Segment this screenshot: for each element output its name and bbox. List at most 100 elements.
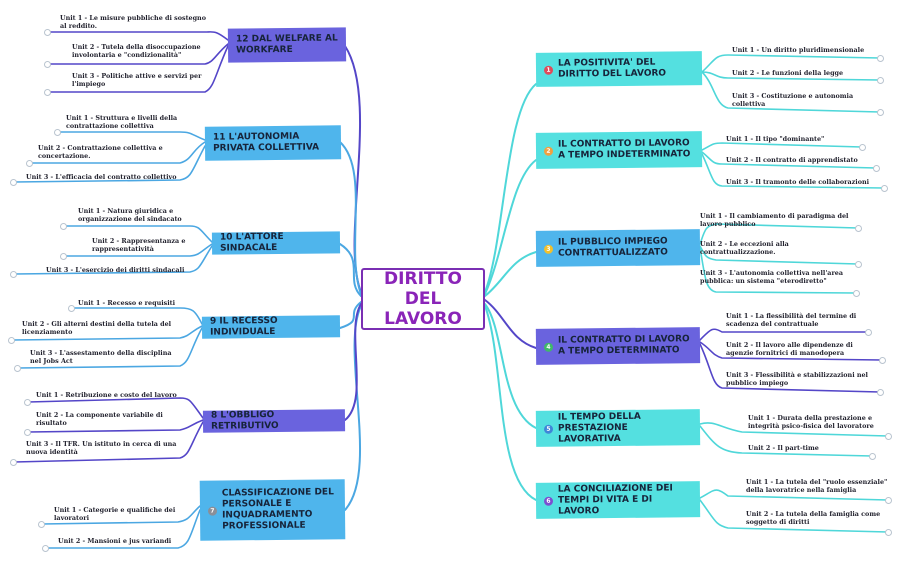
link-center-t11 (339, 141, 362, 295)
subtopic-9-1[interactable]: Unit 1 - Recesso e requisiti (78, 299, 176, 307)
topic-2-label: IL CONTRATTO DI LAVORO A TEMPO INDETERMI… (557, 138, 691, 161)
end-dot (865, 329, 872, 336)
topic-8-label: 8 L'OBBLIGO RETRIBUTIVO (210, 409, 279, 432)
end-dot (44, 89, 51, 96)
link-center-t4 (484, 299, 537, 349)
subtopic-11-2[interactable]: Unit 2 - Contrattazione collettiva e con… (38, 144, 163, 160)
subtopic-4-3[interactable]: Unit 3 - Flessibilità e stabilizzazioni … (726, 371, 868, 387)
topic-2[interactable]: 2 IL CONTRATTO DI LAVORO A TEMPO INDETER… (535, 131, 703, 169)
end-dot (42, 545, 49, 552)
subtopic-1-3[interactable]: Unit 3 - Costituzione e autonomia collet… (732, 92, 854, 108)
topic-10-label: 10 L'ATTORE SINDACALE (219, 231, 284, 254)
subtopic-10-3[interactable]: Unit 3 - L'esercizio dei diritti sindaca… (46, 266, 185, 274)
end-dot (60, 223, 67, 230)
end-dot (877, 55, 884, 62)
link-center-t3 (484, 251, 537, 297)
subtopic-2-2[interactable]: Unit 2 - Il contratto di apprendistato (726, 156, 858, 164)
subtopic-12-2[interactable]: Unit 2 - Tutela della disoccupazione inv… (72, 43, 201, 59)
subtopic-5-2[interactable]: Unit 2 - Il part-time (748, 444, 819, 452)
topic-9-label: 9 IL RECESSO INDIVIDUALE (209, 315, 278, 338)
subtopic-1-1[interactable]: Unit 1 - Un diritto pluridimensionale (732, 46, 865, 54)
topic-6[interactable]: 6 LA CONCILIAZIONE DEI TEMPI DI VITA E D… (535, 481, 701, 519)
topic-9[interactable]: 9 IL RECESSO INDIVIDUALE (201, 315, 341, 339)
subtopic-1-2[interactable]: Unit 2 - Le funzioni della legge (732, 69, 844, 77)
subtopic-10-1[interactable]: Unit 1 - Natura giuridica e organizzazio… (78, 207, 182, 223)
end-dot (14, 365, 21, 372)
subtopic-9-2[interactable]: Unit 2 - Gli alterni destini della tutel… (22, 320, 172, 336)
number-badge-7: 7 (207, 506, 218, 516)
number-badge-1: 1 (543, 65, 554, 75)
subtopic-11-3[interactable]: Unit 3 - L'efficacia del contratto colle… (26, 173, 177, 181)
link-center-t1 (484, 83, 537, 293)
subtopic-7-1[interactable]: Unit 1 - Categorie e qualifiche dei lavo… (54, 506, 176, 522)
topic-12[interactable]: 12 DAL WELFARE AL WORKFARE (227, 27, 347, 63)
topic-8[interactable]: 8 L'OBBLIGO RETRIBUTIVO (202, 409, 346, 433)
subtopic-3-2[interactable]: Unit 2 - Le eccezioni alla contrattualiz… (700, 240, 789, 256)
end-dot (44, 61, 51, 68)
end-dot (869, 453, 876, 460)
end-dot (881, 185, 888, 192)
subtopic-4-2[interactable]: Unit 2 - Il lavoro alle dipendenze di ag… (726, 341, 853, 357)
topic-11[interactable]: 11 L'AUTONOMIA PRIVATA COLLETTIVA (204, 125, 342, 161)
topic-5[interactable]: 5 IL TEMPO DELLA PRESTAZIONE LAVORATIVA (535, 409, 701, 447)
end-dot (855, 225, 862, 232)
end-dot (24, 429, 31, 436)
subtopic-8-2[interactable]: Unit 2 - La componente variabile di risu… (36, 411, 163, 427)
number-badge-5: 5 (543, 424, 554, 434)
end-dot (855, 261, 862, 268)
number-badge-6: 6 (543, 496, 554, 506)
link-center-t10 (339, 243, 362, 297)
end-dot (10, 179, 17, 186)
end-dot (859, 144, 866, 151)
number-badge-4: 4 (543, 342, 554, 352)
end-dot (54, 129, 61, 136)
topic-10[interactable]: 10 L'ATTORE SINDACALE (211, 231, 341, 255)
end-dot (10, 271, 17, 278)
subtopic-4-1[interactable]: Unit 1 - La flessibilità del termine di … (726, 312, 857, 328)
subtopic-12-1[interactable]: Unit 1 - Le misure pubbliche di sostegno… (60, 14, 206, 30)
subtopic-10-2[interactable]: Unit 2 - Rappresentanza e rappresentativ… (92, 237, 186, 253)
subtopic-12-3[interactable]: Unit 3 - Politiche attive e servizi per … (72, 72, 202, 88)
link-center-t5 (484, 303, 537, 429)
link-center-t9 (339, 301, 362, 329)
end-dot (885, 497, 892, 504)
topic-1[interactable]: 1 LA POSITIVITA' DEL DIRITTO DEL LAVORO (535, 51, 703, 87)
end-dot (68, 305, 75, 312)
topic-5-label: IL TEMPO DELLA PRESTAZIONE LAVORATIVA (557, 411, 641, 445)
topic-12-label: 12 DAL WELFARE AL WORKFARE (235, 33, 338, 56)
end-dot (879, 357, 886, 364)
subtopic-5-1[interactable]: Unit 1 - Durata della prestazione e inte… (748, 414, 874, 430)
topic-3-label: IL PUBBLICO IMPIEGO CONTRATTUALIZZATO (557, 236, 668, 259)
end-dot (885, 529, 892, 536)
subtopic-3-3[interactable]: Unit 3 - L'autonomia collettiva nell'are… (700, 269, 844, 285)
subtopic-2-3[interactable]: Unit 3 - Il tramonto delle collaborazion… (726, 178, 870, 186)
end-dot (8, 337, 15, 344)
topic-3[interactable]: 3 IL PUBBLICO IMPIEGO CONTRATTUALIZZATO (535, 229, 701, 267)
end-dot (10, 459, 17, 466)
subtopic-6-2[interactable]: Unit 2 - La tutela della famiglia come s… (746, 510, 881, 526)
end-dot (877, 389, 884, 396)
end-dot (885, 433, 892, 440)
topic-7[interactable]: 7 CLASSIFICAZIONE DEL PERSONALE E INQUAD… (199, 479, 346, 541)
subtopic-7-2[interactable]: Unit 2 - Mansioni e jus variandi (58, 537, 172, 545)
end-dot (60, 253, 67, 260)
topic-1-label: LA POSITIVITA' DEL DIRITTO DEL LAVORO (557, 57, 667, 80)
topic-11-label: 11 L'AUTONOMIA PRIVATA COLLETTIVA (212, 131, 320, 154)
topic-7-label: CLASSIFICAZIONE DEL PERSONALE E INQUADRA… (221, 487, 334, 532)
topic-4[interactable]: 4 IL CONTRATTO DI LAVORO A TEMPO DETERMI… (535, 327, 701, 365)
subtopic-6-1[interactable]: Unit 1 - La tutela del "ruolo essenziale… (746, 478, 888, 494)
subtopic-9-3[interactable]: Unit 3 - L'assestamento della disciplina… (30, 349, 172, 365)
end-dot (44, 29, 51, 36)
subtopic-11-1[interactable]: Unit 1 - Struttura e livelli della contr… (66, 114, 178, 130)
link-center-t8 (344, 303, 362, 421)
subtopic-2-1[interactable]: Unit 1 - Il tipo "dominante" (726, 135, 825, 143)
subtopic-8-3[interactable]: Unit 3 - Il TFR. Un istituto in cerca di… (26, 440, 177, 456)
subtopic-8-1[interactable]: Unit 1 - Retribuzione e costo del lavoro (36, 391, 177, 399)
subtopic-3-1[interactable]: Unit 1 - Il cambiamento di paradigma del… (700, 212, 849, 228)
end-dot (877, 109, 884, 116)
end-dot (24, 399, 31, 406)
number-badge-2: 2 (543, 146, 554, 156)
